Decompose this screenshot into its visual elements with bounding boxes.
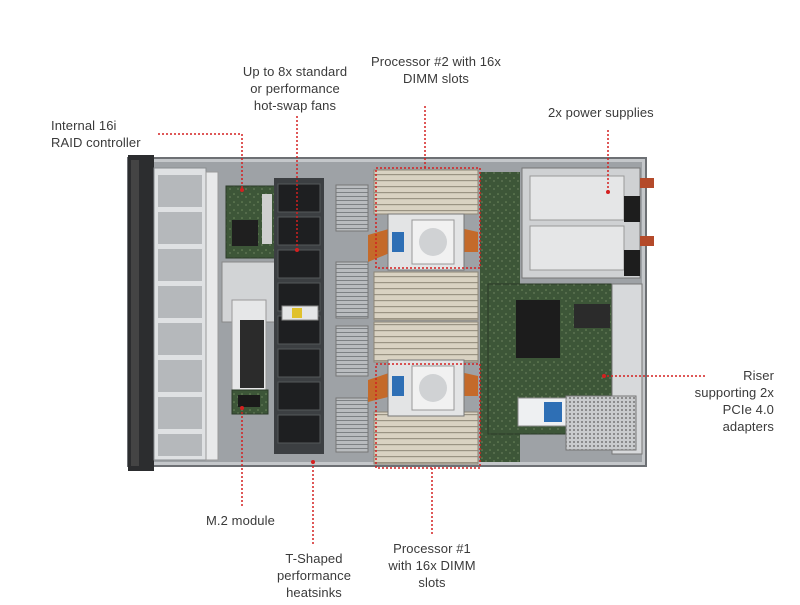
callout-raid-controller: Internal 16i RAID controller [51, 118, 141, 150]
fan-bank [274, 178, 324, 454]
leader-lines [158, 106, 705, 545]
processor-2 [387, 213, 465, 271]
callout-power-supplies: 2x power supplies [548, 105, 654, 120]
m2-module [231, 389, 269, 415]
callout-heatsinks: T-Shaped performance heatsinks [276, 551, 352, 600]
power-supplies [521, 167, 654, 279]
dimm-banks [373, 169, 479, 465]
riser [517, 283, 643, 455]
motherboard [480, 172, 619, 462]
raid-controller [225, 185, 279, 259]
front-drive-bays [128, 155, 219, 471]
callout-m2-module: M.2 module [206, 513, 275, 528]
callout-riser: Riser supporting 2x PCIe 4.0 adapters [694, 368, 774, 434]
leader-dots [240, 188, 610, 464]
callout-processor-2: Processor #2 with 16x DIMM slots [371, 54, 501, 86]
backplane-area [221, 261, 277, 401]
t-shaped-heatsinks [335, 184, 478, 453]
callout-fans: Up to 8x standard or performance hot-swa… [242, 64, 348, 113]
callout-processor-1: Processor #1 with 16x DIMM slots [388, 541, 476, 590]
processor-1 [387, 359, 465, 417]
